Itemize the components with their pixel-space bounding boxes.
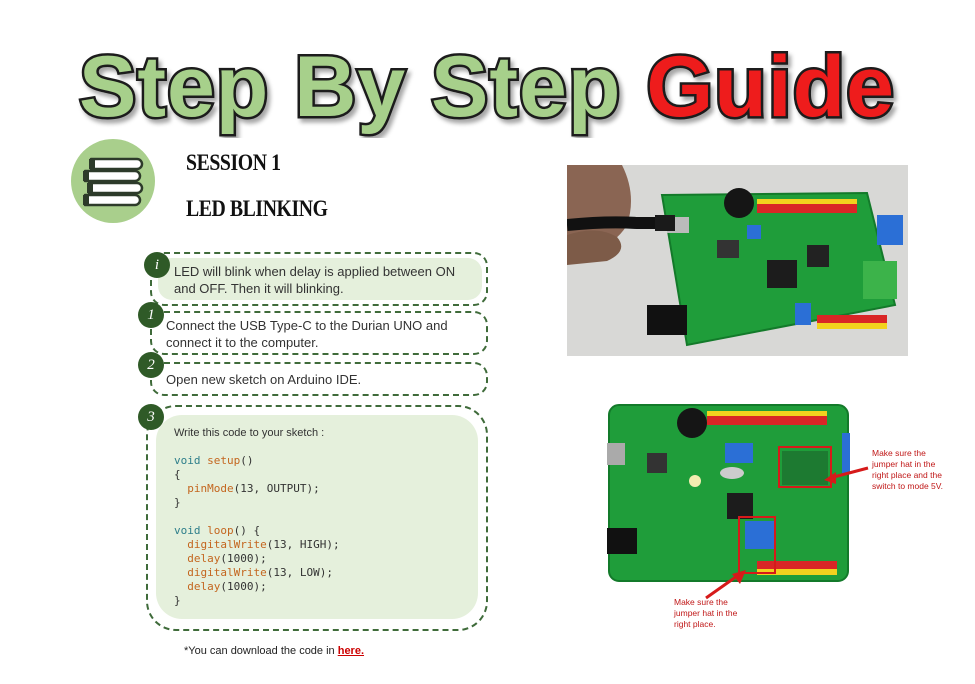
info-text: LED will blink when delay is applied bet… — [174, 264, 456, 296]
code-line: delay(1000); — [187, 580, 267, 593]
annotation-right: Make sure the jumper hat in the right pl… — [872, 448, 944, 491]
code-line — [174, 510, 340, 524]
page-title: Step By Step Guide — [0, 37, 975, 138]
title-part1: Step By Step — [79, 39, 621, 135]
step-2-text: Open new sketch on Arduino IDE. — [166, 372, 362, 387]
step-3-box — [146, 405, 488, 631]
svg-text:Step By Step Guide: Step By Step Guide — [79, 39, 895, 135]
arrow-bottom-icon — [705, 570, 746, 600]
arrow-right-icon — [824, 466, 869, 484]
title-graphic: Step By Step Guide — [76, 37, 896, 138]
session-number: SESSION 1 — [186, 150, 281, 175]
annotation-bottom: Make sure the jumper hat in the right pl… — [674, 597, 738, 629]
download-note-text: *You can download the code in — [184, 645, 338, 657]
code-line: delay(1000); — [187, 552, 267, 565]
step-1-number: 1 — [138, 302, 164, 328]
step-3-number: 3 — [138, 404, 164, 430]
step-2-box — [150, 362, 488, 396]
code-line: pinMode(13, OUTPUT); — [187, 482, 320, 495]
session-name: LED BLINKING — [186, 196, 328, 221]
board-photo-annotated — [607, 403, 850, 583]
step-3-text: Write this code to your sketch : — [174, 427, 325, 439]
step-1-box — [150, 311, 488, 355]
info-marker: i — [144, 252, 170, 278]
title-part2: Guide — [646, 39, 895, 135]
code-line: } — [174, 594, 181, 607]
download-link[interactable]: here. — [337, 645, 365, 657]
info-box — [150, 252, 488, 306]
code-line: digitalWrite(13, LOW); — [187, 566, 333, 579]
code-line: void loop() { — [174, 524, 261, 537]
code-line: void setup() — [174, 454, 254, 467]
code-line: digitalWrite(13, HIGH); — [187, 538, 340, 551]
step-1-text: Connect the USB Type-C to the Durian UNO… — [166, 318, 448, 350]
code-block: void setup(){ pinMode(13, OUTPUT);} void… — [174, 454, 340, 608]
step-2-number: 2 — [138, 352, 164, 378]
books-icon — [71, 139, 155, 223]
code-line: } — [174, 496, 181, 509]
code-line: { — [174, 468, 181, 481]
board-photo-usb — [566, 165, 908, 356]
download-note: *You can download the code in here. — [184, 645, 364, 657]
